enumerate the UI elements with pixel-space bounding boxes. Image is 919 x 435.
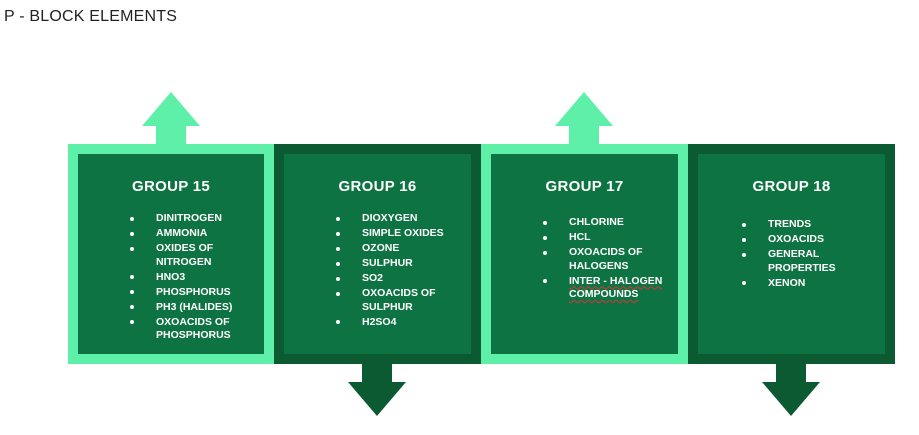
list-item: HNO3: [130, 271, 256, 285]
group-17-inner: GROUP 17 CHLORINE HCL OXOACIDS OF HALOGE…: [491, 154, 678, 354]
group-15-list: DINITROGEN AMMONIA OXIDES OF NITROGEN HN…: [130, 212, 256, 344]
list-item: OXOACIDS OF PHOSPHORUS: [130, 316, 256, 343]
list-item: INTER - HALOGEN COMPOUNDS: [543, 275, 670, 302]
list-item: TRENDS: [742, 218, 877, 232]
group-18-inner: GROUP 18 TRENDS OXOACIDS GENERAL PROPERT…: [698, 154, 885, 354]
group-16-list: DIOXYGEN SIMPLE OXIDES OZONE SULPHUR SO2…: [336, 212, 463, 331]
list-item: PHOSPHORUS: [130, 286, 256, 300]
list-item: OXOACIDS OF SULPHUR: [336, 287, 463, 314]
group-17-heading: GROUP 17: [545, 178, 624, 195]
group-16-heading: GROUP 16: [338, 178, 417, 195]
list-item: SIMPLE OXIDES: [336, 227, 463, 241]
list-item: SO2: [336, 272, 463, 286]
list-item: AMMONIA: [130, 227, 256, 241]
list-item: CHLORINE: [543, 216, 670, 230]
up-arrow-icon: [555, 92, 613, 148]
group-15-heading: GROUP 15: [132, 178, 210, 195]
list-item: SULPHUR: [336, 257, 463, 271]
page-title: P - BLOCK ELEMENTS: [4, 8, 178, 25]
list-item: GENERAL PROPERTIES: [742, 248, 877, 275]
list-item: OXOACIDS: [742, 233, 877, 247]
group-15-panel: GROUP 15 DINITROGEN AMMONIA OXIDES OF NI…: [68, 144, 274, 364]
list-item: PH3 (HALIDES): [130, 301, 256, 315]
list-item: XENON: [742, 277, 877, 291]
down-arrow-icon: [348, 360, 406, 416]
list-item: OXIDES OF NITROGEN: [130, 242, 256, 269]
down-arrow-icon: [762, 360, 820, 416]
group-17-list: CHLORINE HCL OXOACIDS OF HALOGENS INTER …: [543, 216, 670, 303]
group-18-list: TRENDS OXOACIDS GENERAL PROPERTIES XENON: [742, 218, 877, 292]
list-item: DIOXYGEN: [336, 212, 463, 226]
list-item: H2SO4: [336, 316, 463, 330]
group-18-panel: GROUP 18 TRENDS OXOACIDS GENERAL PROPERT…: [688, 144, 895, 364]
group-18-heading: GROUP 18: [752, 178, 831, 195]
up-arrow-icon: [142, 92, 200, 148]
list-item: DINITROGEN: [130, 212, 256, 226]
group-15-inner: GROUP 15 DINITROGEN AMMONIA OXIDES OF NI…: [78, 154, 264, 354]
group-17-panel: GROUP 17 CHLORINE HCL OXOACIDS OF HALOGE…: [481, 144, 688, 364]
group-16-inner: GROUP 16 DIOXYGEN SIMPLE OXIDES OZONE SU…: [284, 154, 471, 354]
group-16-panel: GROUP 16 DIOXYGEN SIMPLE OXIDES OZONE SU…: [274, 144, 481, 364]
list-item: OZONE: [336, 242, 463, 256]
list-item: HCL: [543, 231, 670, 245]
list-item: OXOACIDS OF HALOGENS: [543, 246, 670, 273]
